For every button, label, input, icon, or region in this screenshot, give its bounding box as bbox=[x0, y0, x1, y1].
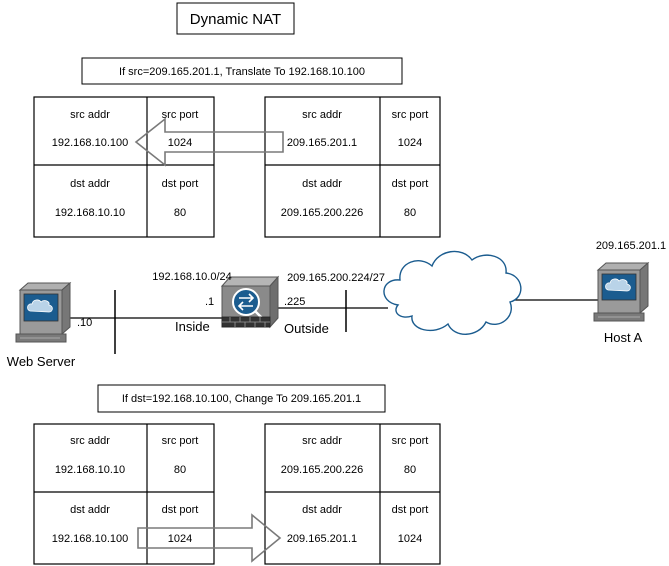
dst-port-header: dst port bbox=[162, 178, 199, 190]
dst-port-value: 1024 bbox=[398, 533, 422, 545]
asa-firewall-icon bbox=[220, 275, 280, 329]
dst-port-header: dst port bbox=[392, 504, 429, 516]
bottom-right-packet-table: src addr src port dst addr dst port 209.… bbox=[264, 423, 441, 565]
dst-addr-header: dst addr bbox=[302, 178, 342, 190]
outside-interface-ip: .225 bbox=[284, 296, 305, 308]
inside-subnet-label: 192.168.10.0/24 bbox=[152, 271, 232, 283]
dst-addr-value: 192.168.10.10 bbox=[55, 207, 125, 219]
dst-addr-header: dst addr bbox=[70, 178, 110, 190]
src-addr-header: src addr bbox=[70, 435, 110, 447]
bottom-rule-text: If dst=192.168.10.100, Change To 209.165… bbox=[122, 393, 361, 405]
top-left-packet-table: src addr src port dst addr dst port 192.… bbox=[33, 96, 215, 238]
outside-subnet-label: 209.165.200.224/27 bbox=[287, 272, 385, 284]
dst-port-header: dst port bbox=[162, 504, 199, 516]
bottom-left-packet-table: src addr src port dst addr dst port 192.… bbox=[33, 423, 215, 565]
dst-addr-header: dst addr bbox=[70, 504, 110, 516]
title-text: Dynamic NAT bbox=[190, 11, 281, 28]
src-addr-value: 192.168.10.100 bbox=[52, 137, 128, 149]
top-rule-text: If src=209.165.201.1, Translate To 192.1… bbox=[119, 66, 365, 78]
src-port-header: src port bbox=[162, 109, 199, 121]
src-port-header: src port bbox=[392, 109, 429, 121]
dst-port-header: dst port bbox=[392, 178, 429, 190]
src-addr-value: 192.168.10.10 bbox=[55, 464, 125, 476]
src-port-value: 80 bbox=[174, 464, 186, 476]
top-rule-box bbox=[81, 57, 403, 85]
src-port-value: 80 bbox=[404, 464, 416, 476]
dst-addr-value: 209.165.201.1 bbox=[287, 533, 357, 545]
dst-addr-value: 209.165.200.226 bbox=[281, 207, 364, 219]
web-server-icon bbox=[15, 281, 72, 343]
dst-addr-value: 192.168.10.100 bbox=[52, 533, 128, 545]
src-addr-value: 209.165.201.1 bbox=[287, 137, 357, 149]
web-server-ip: .10 bbox=[77, 317, 92, 329]
dst-port-value: 80 bbox=[174, 207, 186, 219]
internet-cloud-icon bbox=[383, 250, 522, 335]
bottom-rule-box bbox=[97, 384, 386, 413]
dst-addr-header: dst addr bbox=[302, 504, 342, 516]
title-box bbox=[176, 2, 295, 35]
translate-arrow-left bbox=[134, 117, 284, 167]
dst-port-value: 1024 bbox=[168, 533, 192, 545]
web-server-label: Web Server bbox=[7, 354, 76, 369]
dst-port-value: 80 bbox=[404, 207, 416, 219]
src-port-value: 1024 bbox=[398, 137, 422, 149]
host-a-icon bbox=[593, 261, 650, 322]
src-addr-header: src addr bbox=[302, 109, 342, 121]
src-port-value: 1024 bbox=[168, 137, 192, 149]
src-port-header: src port bbox=[392, 435, 429, 447]
src-port-header: src port bbox=[162, 435, 199, 447]
translate-arrow-right bbox=[137, 513, 282, 563]
host-a-label: Host A bbox=[604, 330, 643, 345]
inside-interface-label: Inside bbox=[175, 319, 210, 334]
outside-interface-label: Outside bbox=[284, 321, 329, 336]
src-addr-value: 209.165.200.226 bbox=[281, 464, 364, 476]
src-addr-header: src addr bbox=[70, 109, 110, 121]
src-addr-header: src addr bbox=[302, 435, 342, 447]
top-right-packet-table: src addr src port dst addr dst port 209.… bbox=[264, 96, 441, 238]
inside-interface-ip: .1 bbox=[205, 296, 214, 308]
host-a-ip: 209.165.201.1 bbox=[596, 240, 666, 252]
